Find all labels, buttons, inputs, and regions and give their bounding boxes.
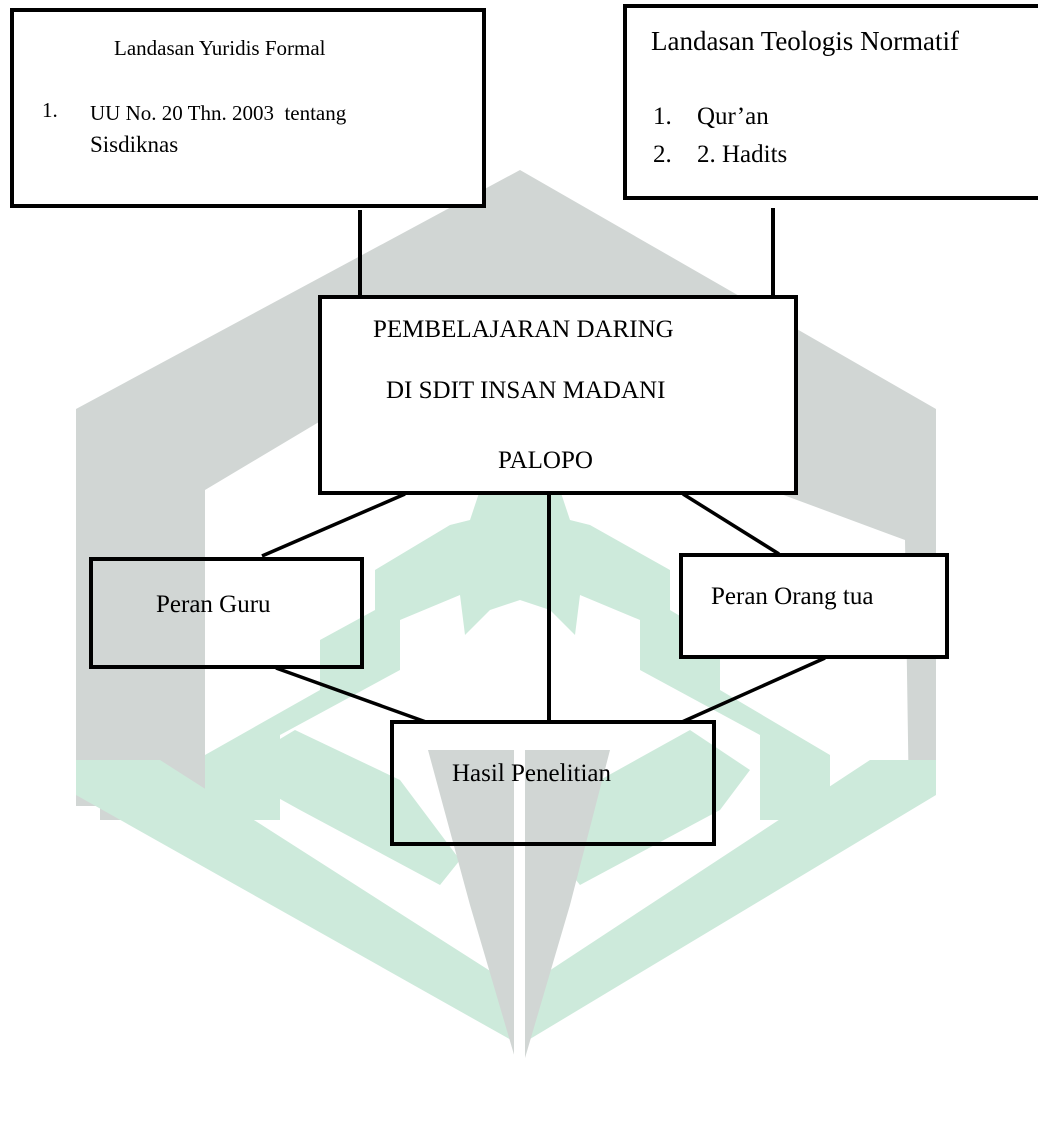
watermark-green-inner-band [228, 730, 460, 885]
peran-guru-box: Peran Guru [89, 557, 364, 669]
teologis-list: 1. Qur’an 2. 2. Hadits [653, 98, 787, 174]
watermark-mosque-window [425, 600, 610, 705]
teologis-item-number: 2. [653, 141, 672, 168]
teologis-item-number: 1. [653, 103, 672, 130]
center-line-1: PEMBELAJARAN DARING [373, 316, 674, 343]
yuridis-item: UU No. 20 Thn. 2003 tentang Sisdiknas [90, 98, 450, 160]
teologis-item-text: Qur’an [697, 103, 769, 130]
watermark-pen-hole [493, 662, 545, 714]
peran-ortu-label: Peran Orang tua [711, 583, 874, 610]
hasil-box: Hasil Penelitian [390, 720, 716, 846]
yuridis-item-line1: UU No. 20 Thn. 2003 tentang [90, 101, 347, 125]
connector-ortu-hasil [681, 656, 826, 724]
connector-center-ortu [682, 492, 780, 556]
center-line-3: PALOPO [498, 447, 593, 474]
watermark-pen-slit [514, 690, 525, 1080]
yuridis-box: Landasan Yuridis Formal 1. UU No. 20 Thn… [10, 8, 486, 208]
teologis-title: Landasan Teologis Normatif [651, 26, 960, 56]
yuridis-title: Landasan Yuridis Formal [114, 36, 326, 60]
center-box: PEMBELAJARAN DARING DI SDIT INSAN MADANI… [318, 295, 798, 495]
yuridis-item-line2: Sisdiknas [90, 132, 179, 157]
teologis-item: 2. 2. Hadits [653, 136, 787, 174]
peran-guru-label: Peran Guru [156, 591, 271, 618]
connector-guru-hasil [275, 666, 427, 724]
connector-center-guru [261, 492, 406, 558]
teologis-item-text: 2. Hadits [697, 141, 788, 168]
teologis-box: Landasan Teologis Normatif 1.Qur’an 2.2.… [623, 4, 1038, 200]
teologis-item: 1. Qur’an [653, 98, 787, 136]
hasil-label: Hasil Penelitian [452, 760, 611, 787]
yuridis-item-number: 1. [42, 98, 58, 122]
center-line-2: DI SDIT INSAN MADANI [386, 377, 666, 404]
watermark-green-inner-band-right [560, 730, 750, 885]
peran-ortu-box: Peran Orang tua [679, 553, 949, 659]
